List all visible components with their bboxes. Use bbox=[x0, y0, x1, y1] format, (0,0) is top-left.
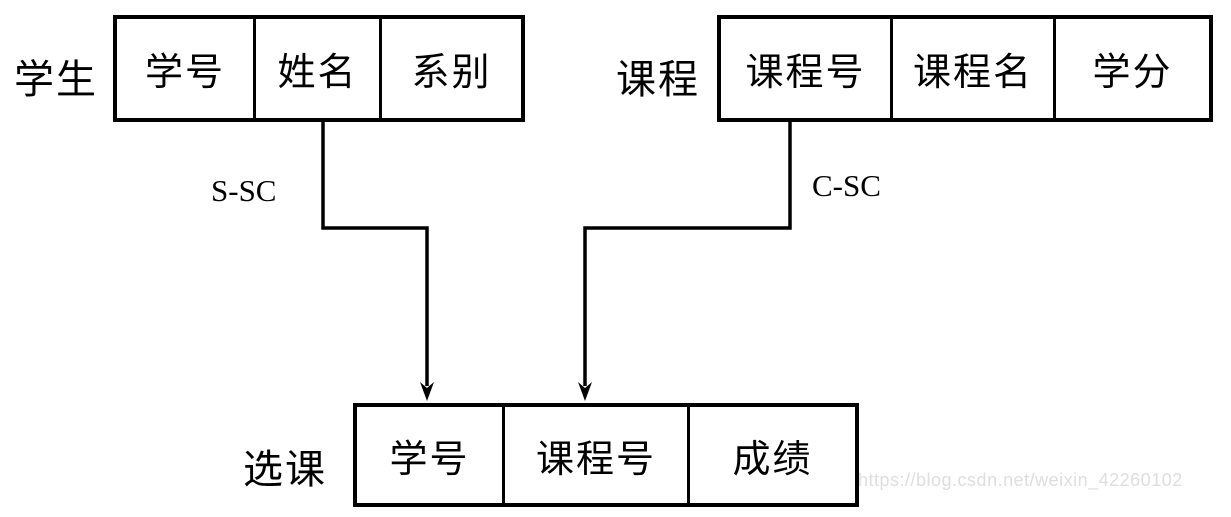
student-field-name: 姓名 bbox=[253, 19, 379, 118]
student-field-sno: 学号 bbox=[144, 52, 225, 94]
student-field-dept: 系别 bbox=[379, 19, 521, 118]
course-field-cno: 课程号 bbox=[745, 52, 866, 94]
student-table-label: 学生 bbox=[14, 57, 98, 102]
course-table: 课程号 课程名 学分 bbox=[717, 15, 1213, 122]
enrollment-table-label: 选课 bbox=[243, 447, 327, 492]
s-sc-arrowhead-icon bbox=[420, 382, 434, 401]
enrollment-field-cno: 课程号 bbox=[502, 407, 687, 503]
enrollment-field-sno: 学号 bbox=[389, 438, 470, 481]
course-field-cname: 课程名 bbox=[890, 19, 1053, 118]
c-sc-connector-line bbox=[583, 122, 792, 386]
c-sc-relationship-label: C-SC bbox=[812, 168, 881, 203]
watermark-url: https://blog.csdn.net/weixin_42260102 bbox=[858, 470, 1183, 490]
c-sc-arrowhead-icon bbox=[578, 382, 592, 401]
course-table-label: 课程 bbox=[616, 57, 700, 102]
enrollment-field-grade: 成绩 bbox=[687, 407, 855, 503]
student-table: 学号 姓名 系别 bbox=[113, 15, 525, 122]
course-field-credit: 学分 bbox=[1053, 19, 1209, 118]
enrollment-table: 学号 课程号 成绩 bbox=[353, 403, 859, 507]
s-sc-relationship-label: S-SC bbox=[211, 173, 277, 208]
s-sc-connector-line bbox=[321, 122, 429, 386]
